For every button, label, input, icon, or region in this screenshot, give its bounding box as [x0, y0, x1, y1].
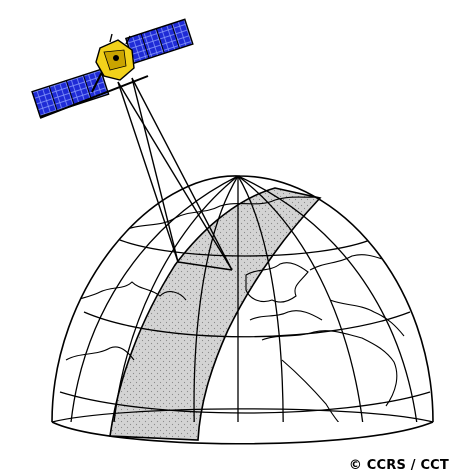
globe-hemisphere-icon — [52, 176, 433, 450]
sensor-field-of-view — [118, 78, 232, 270]
satellite-body — [96, 34, 134, 80]
copyright-credit: © CCRS / CCT — [349, 458, 449, 473]
satellite-icon — [32, 19, 193, 118]
solar-panel-left — [32, 69, 109, 116]
solar-panel-right — [126, 19, 193, 63]
globe-base-ellipse — [52, 422, 433, 444]
